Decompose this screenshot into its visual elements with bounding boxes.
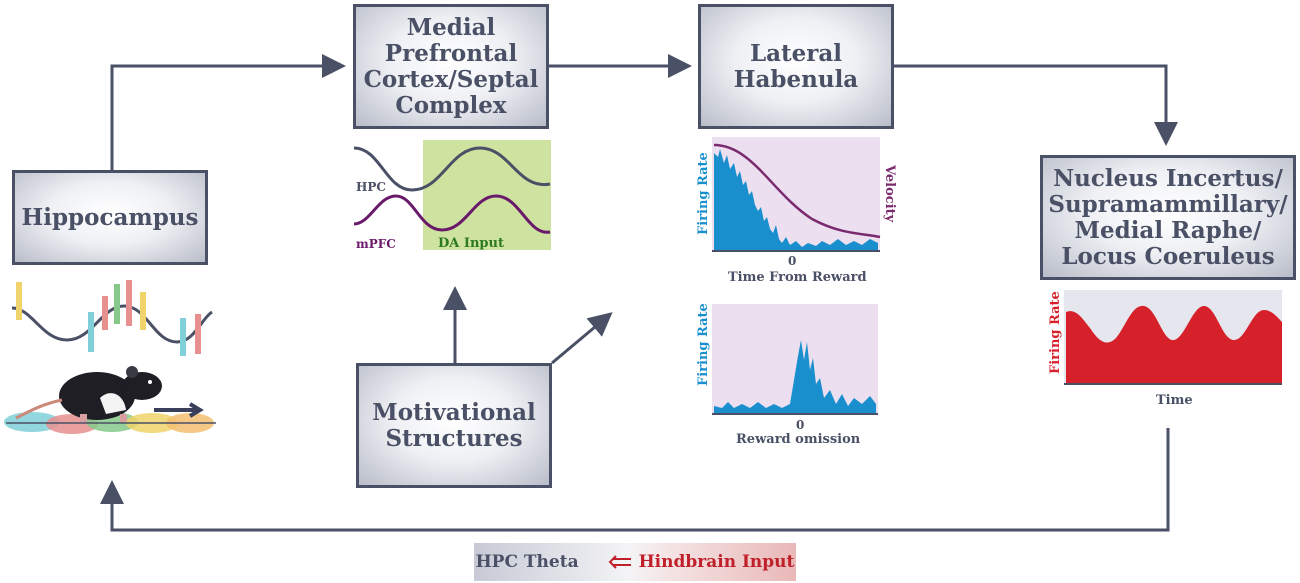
hpc-trace-label: HPC	[356, 180, 386, 194]
lhb-reward-plot: 0 Time From Reward Firing Rate Velocity	[696, 137, 897, 285]
rat-icon	[15, 366, 162, 422]
velocity-curve	[713, 143, 881, 239]
double-left-arrow-icon	[608, 555, 631, 569]
hindbrain-nuclei-label: Nucleus Incertus/ Supramammillary/ Media…	[1048, 164, 1288, 270]
legend-hindbrain-item: Hindbrain Input	[607, 552, 795, 572]
motivational-structures-box: Motivational Structures	[356, 363, 552, 488]
motivational-structures-label: Motivational Structures	[372, 398, 536, 452]
spike-bar	[16, 282, 22, 320]
zero-tick-label: 0	[796, 418, 804, 432]
firing-rate-histogram	[714, 149, 878, 251]
x-axis-label: Time	[1156, 393, 1193, 408]
mpfc-trace-label: mPFC	[356, 237, 396, 251]
movement-arrow-icon	[154, 402, 204, 418]
y-axis-label: Firing Rate	[696, 152, 711, 235]
arrow-motiv-to-lhb	[551, 312, 613, 365]
mpfc-oscillation-inset: HPC mPFC DA Input	[353, 140, 551, 251]
spike-bar	[114, 284, 120, 324]
y-axis-label: Firing Rate	[1048, 291, 1063, 374]
hippocampus-label: Hippocampus	[21, 203, 199, 231]
legend-hpc-theta: HPC Theta	[475, 552, 579, 572]
zero-tick-label: 0	[788, 254, 796, 268]
hpc-theta-inset	[4, 280, 216, 434]
hippocampus-box: Hippocampus	[12, 170, 208, 265]
x-axis-label: Reward omission	[736, 432, 861, 447]
spike-bar	[102, 296, 108, 330]
spike-bar	[195, 314, 201, 354]
spike-bar	[140, 292, 146, 330]
spike-bar	[126, 280, 132, 326]
y-axis-label: Firing Rate	[696, 303, 711, 386]
arrow-lhb-to-ni	[894, 64, 1178, 146]
lateral-habenula-box: Lateral Habenula	[698, 4, 894, 129]
arrow-hpc-to-mpfc	[110, 54, 346, 170]
hpc-oscillation-trace	[353, 146, 551, 192]
spike-bar	[88, 312, 94, 352]
legend: HPC Theta Hindbrain Input	[474, 543, 796, 581]
firing-rate-histogram	[714, 340, 876, 414]
x-axis-label: Time From Reward	[728, 270, 867, 285]
velocity-axis-label: Velocity	[882, 164, 897, 223]
hindbrain-nuclei-box: Nucleus Incertus/ Supramammillary/ Media…	[1040, 155, 1296, 280]
lhb-omission-plot: 0 Reward omission Firing Rate	[696, 303, 878, 447]
mpfc-septal-label: Medial Prefrontal Cortex/Septal Complex	[363, 13, 539, 119]
mpfc-oscillation-trace	[353, 194, 551, 234]
spike-bar	[180, 318, 186, 356]
legend-hindbrain-input: Hindbrain Input	[638, 552, 795, 572]
ni-firing-plot: Time Firing Rate	[1048, 290, 1282, 408]
arrow-ni-to-hpc	[100, 428, 1170, 532]
theta-firing-histogram	[1066, 305, 1282, 384]
da-input-label: DA Input	[438, 236, 504, 251]
mpfc-septal-box: Medial Prefrontal Cortex/Septal Complex	[353, 4, 549, 129]
lateral-habenula-label: Lateral Habenula	[733, 39, 859, 93]
da-input-region	[423, 140, 551, 250]
